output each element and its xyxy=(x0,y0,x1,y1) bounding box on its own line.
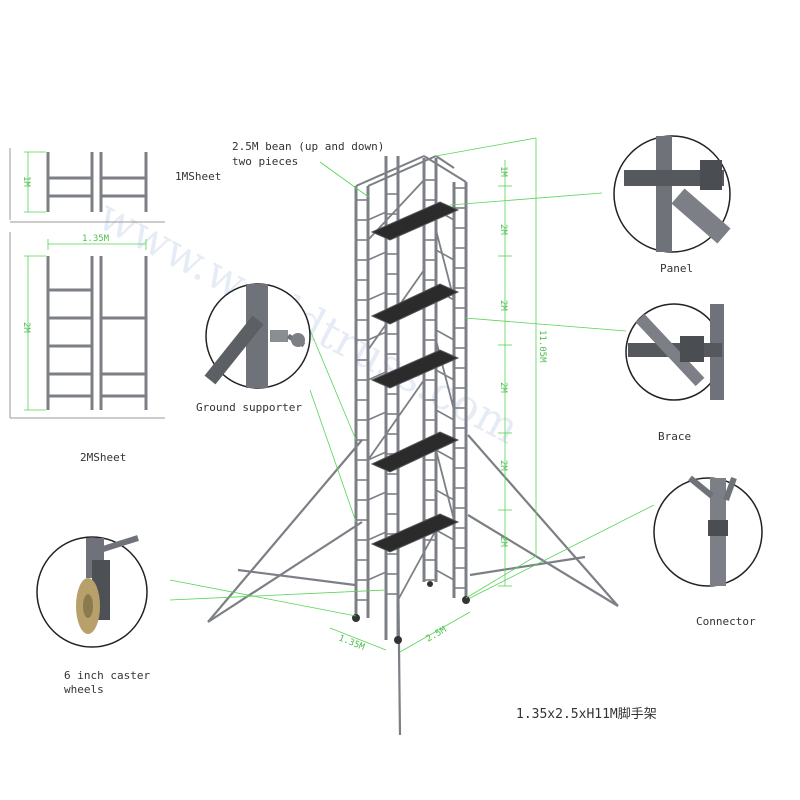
pipe-joint-icon xyxy=(624,136,731,252)
tower-rung xyxy=(367,531,387,541)
label-connector: Connector xyxy=(696,615,756,628)
scaffold-tower xyxy=(207,155,619,736)
label-caster-line1: 6 inch caster xyxy=(64,669,150,682)
dim-base-length: 2.5M xyxy=(425,625,449,645)
sheet-2m-drawing xyxy=(9,232,165,419)
dim-section-top: 1M xyxy=(498,166,508,177)
callout-ground-supporter xyxy=(204,283,311,389)
dim-section-4: 2M xyxy=(498,460,508,471)
label-beam-sub: two pieces xyxy=(232,155,298,168)
tower-rung xyxy=(435,529,455,541)
label-brace: Brace xyxy=(658,430,691,443)
tower-rung xyxy=(367,491,387,501)
label-beam: 2.5M bean (up and down) xyxy=(232,140,384,153)
dim-section-5: 2M xyxy=(498,536,508,547)
tower-rung xyxy=(367,371,387,381)
brace-clamp-icon xyxy=(628,304,724,400)
callout-panel xyxy=(613,135,731,253)
caster-wheel-icon xyxy=(76,535,139,634)
tower-rung xyxy=(367,251,387,261)
callout-brace xyxy=(625,303,724,401)
callout-lines xyxy=(169,161,655,617)
tower-rung xyxy=(367,571,387,581)
dim-section-1: 2M xyxy=(498,224,508,235)
tower-dimensions xyxy=(329,137,537,653)
label-ground-supporter: Ground supporter xyxy=(196,401,302,414)
dim-tower-total: 11.05M xyxy=(537,330,547,363)
dim-sheet1-height: 1M xyxy=(21,176,31,187)
dim-section-3: 2M xyxy=(498,382,508,393)
sheet-1m-drawing xyxy=(9,148,165,223)
tower-rung xyxy=(435,249,455,261)
tower-rung xyxy=(435,569,455,581)
dim-section-2: 2M xyxy=(498,300,508,311)
dim-sheet-width: 1.35M xyxy=(82,234,110,244)
tower-rung xyxy=(435,449,455,461)
tower-rung xyxy=(435,489,455,501)
label-2m-sheet: 2MSheet xyxy=(80,451,126,464)
tower-rung xyxy=(367,291,387,301)
tower-rung xyxy=(435,329,455,341)
label-panel: Panel xyxy=(660,262,693,275)
tower-rung xyxy=(367,451,387,461)
connector-icon xyxy=(688,475,737,586)
tower-rung xyxy=(435,409,455,421)
callout-caster xyxy=(36,535,148,648)
clamp-icon xyxy=(204,284,306,388)
label-spec: 1.35x2.5xH11M脚手架 xyxy=(516,706,657,722)
callout-connector xyxy=(653,475,763,587)
label-caster-line2: wheels xyxy=(64,683,104,696)
dim-sheet2-height: 2M xyxy=(21,322,31,333)
tower-rung xyxy=(367,211,387,221)
tower-rung xyxy=(367,411,387,421)
label-1m-sheet: 1MSheet xyxy=(175,170,221,183)
